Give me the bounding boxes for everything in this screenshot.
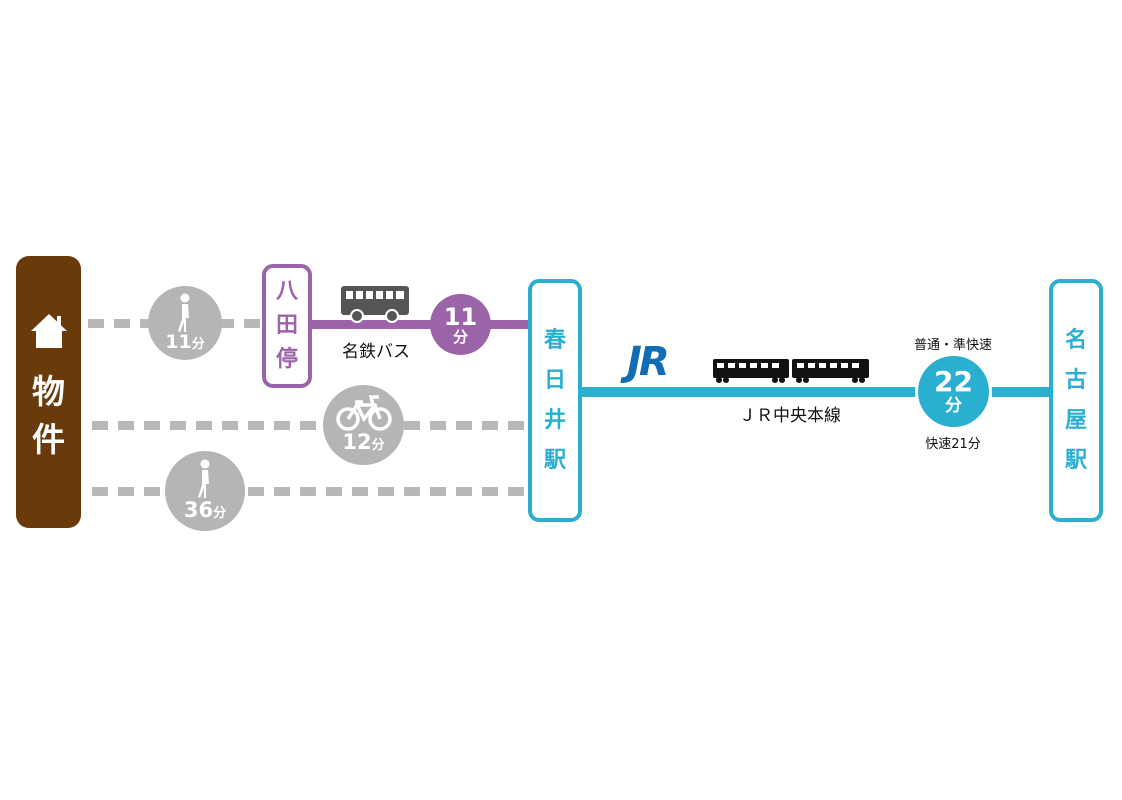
walk-minutes: 11 xyxy=(165,330,192,353)
minutes-unit: 分 xyxy=(371,438,385,453)
station-name-char: 古 xyxy=(1064,367,1087,393)
jr-logo: JR xyxy=(627,339,670,385)
train-minutes: 22 xyxy=(934,364,973,398)
bus-stop-name-char: 田 xyxy=(275,313,298,338)
station-name-char: 屋 xyxy=(1064,407,1087,433)
walk-time-badge: 36分 xyxy=(165,451,245,531)
station-kasugai: 春 日 井 駅 xyxy=(528,279,582,522)
jr-rail-line xyxy=(582,387,1050,397)
bus-stop-name-char: 八 xyxy=(275,279,298,304)
walk-path-to-station xyxy=(92,487,528,496)
walking-person-icon xyxy=(178,293,190,332)
bike-path xyxy=(92,421,528,430)
property-label-char: 件 xyxy=(32,420,65,459)
bicycle-icon xyxy=(335,395,392,431)
station-name-char: 春 xyxy=(543,327,566,353)
bus-route-line xyxy=(312,320,528,329)
train-note-top: 普通・準快速 xyxy=(913,338,993,353)
train-note-bottom: 快速21分 xyxy=(925,437,981,452)
minutes-unit: 分 xyxy=(191,336,205,352)
bus-stop-name-char: 停 xyxy=(275,347,298,372)
train-icon xyxy=(713,359,869,383)
bike-minutes: 12 xyxy=(342,430,372,454)
minutes-unit: 分 xyxy=(452,327,468,346)
walk-time-badge: 11分 xyxy=(148,286,222,360)
house-icon xyxy=(31,314,67,348)
train-time-badge: 22 分 xyxy=(915,353,992,430)
minutes-unit: 分 xyxy=(945,395,962,416)
station-name-char: 名 xyxy=(1064,327,1087,353)
station-nagoya: 名 古 屋 駅 xyxy=(1049,279,1103,522)
bike-time-badge: 12分 xyxy=(323,385,404,465)
train-line-name: ＪＲ中央本線 xyxy=(739,406,841,426)
station-name-char: 日 xyxy=(543,367,566,393)
bus-icon xyxy=(341,286,409,323)
bus-line-name: 名鉄バス xyxy=(342,342,410,362)
station-name-char: 井 xyxy=(543,407,566,433)
bus-stop-hatta: 八 田 停 xyxy=(262,264,312,388)
bus-minutes: 11 xyxy=(443,302,478,331)
walk-minutes: 36 xyxy=(183,498,214,522)
station-name-char: 駅 xyxy=(543,447,566,473)
property-label-char: 物 xyxy=(32,372,65,411)
station-name-char: 駅 xyxy=(1064,447,1087,473)
property-box: 物 件 xyxy=(16,256,81,528)
bus-time-badge: 11 分 xyxy=(430,294,491,355)
walking-person-icon xyxy=(198,459,210,498)
minutes-unit: 分 xyxy=(213,506,227,521)
